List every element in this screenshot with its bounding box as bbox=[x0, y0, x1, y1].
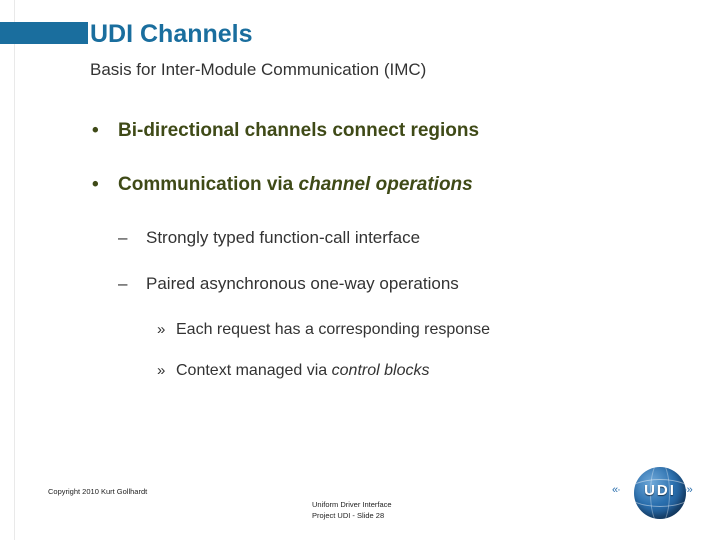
footer-line-2: Project UDI - Slide 28 bbox=[312, 511, 385, 520]
page-title: UDI Channels bbox=[90, 20, 253, 48]
bullet-level1: • Communication via channel operations bbox=[0, 174, 720, 196]
slide-body: • Bi-directional channels connect region… bbox=[0, 120, 720, 380]
globe-icon bbox=[634, 467, 686, 519]
copyright-notice: Copyright 2010 Kurt Gollhardt bbox=[48, 487, 148, 496]
bullet-marker: » bbox=[157, 321, 166, 338]
bullet-text: Bi-directional channels connect regions bbox=[118, 120, 480, 141]
bullet-marker: – bbox=[118, 228, 128, 247]
bullet-marker: » bbox=[157, 362, 166, 379]
spacer bbox=[0, 294, 720, 320]
logo-swoosh-right-icon: ·» bbox=[684, 484, 693, 496]
spacer bbox=[0, 339, 720, 361]
logo-swoosh-left-icon: «· bbox=[612, 484, 621, 496]
bullet-level2: – Strongly typed function-call interface bbox=[0, 228, 720, 248]
bullet-text-prefix: Communication via bbox=[118, 174, 299, 195]
bullet-text-prefix: Context managed via bbox=[176, 362, 332, 379]
udi-logo: «· UDI ·» bbox=[612, 466, 698, 520]
spacer bbox=[0, 142, 720, 174]
bullet-marker: – bbox=[118, 274, 128, 293]
footer-line-1: Uniform Driver Interface bbox=[312, 500, 392, 509]
bullet-level1: • Bi-directional channels connect region… bbox=[0, 120, 720, 142]
bullet-text-emphasis: channel operations bbox=[298, 174, 473, 195]
bullet-level2: – Paired asynchronous one-way operations bbox=[0, 274, 720, 294]
left-margin-bar bbox=[0, 0, 15, 540]
spacer bbox=[0, 196, 720, 228]
bullet-level3: » Context managed via control blocks bbox=[0, 361, 720, 380]
bullet-text: Paired asynchronous one-way operations bbox=[146, 274, 459, 293]
bullet-text: Each request has a corresponding respons… bbox=[176, 321, 490, 338]
footer-text: Uniform Driver Interface Project UDI - S… bbox=[312, 499, 392, 521]
bullet-level3: » Each request has a corresponding respo… bbox=[0, 320, 720, 339]
bullet-marker: • bbox=[92, 120, 99, 141]
page-subtitle: Basis for Inter-Module Communication (IM… bbox=[90, 60, 427, 79]
bullet-text-emphasis: control blocks bbox=[331, 362, 430, 379]
spacer bbox=[0, 248, 720, 274]
title-accent-block bbox=[0, 22, 88, 44]
bullet-text: Strongly typed function-call interface bbox=[146, 228, 421, 247]
bullet-marker: • bbox=[92, 174, 99, 195]
logo-text: UDI bbox=[644, 482, 676, 499]
